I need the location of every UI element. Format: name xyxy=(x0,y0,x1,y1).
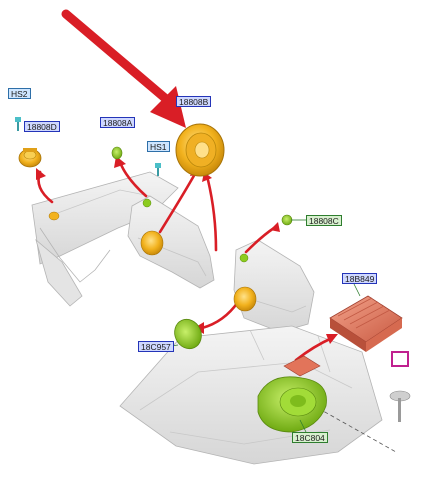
console-amplifier-location xyxy=(283,355,321,377)
pointer-arrow xyxy=(61,9,186,128)
callout-18c957: 18C957 xyxy=(138,341,174,352)
front-door-speaker-location xyxy=(140,230,164,256)
callout-18c804: 18C804 xyxy=(292,432,328,443)
dash-tweeter-location xyxy=(48,211,60,221)
callout-18808b: 18808B xyxy=(176,96,212,107)
dash-mid-location xyxy=(142,198,152,208)
amplifier-18b849 xyxy=(329,295,403,352)
callout-18808c: 18808C xyxy=(306,215,342,226)
callout-hs2: HS2 xyxy=(8,88,31,99)
callout-18b849: 18B849 xyxy=(342,273,378,284)
tweeter-18808d xyxy=(18,148,42,168)
subwoofer-18c804 xyxy=(257,376,327,433)
rear-door-panel-outline xyxy=(233,239,315,333)
dashboard-outline xyxy=(31,171,179,307)
hs1-screw-icon xyxy=(155,163,161,176)
leader-line xyxy=(299,397,397,453)
speaker-cover-18c957 xyxy=(174,318,202,350)
callout-hs1: HS1 xyxy=(147,141,170,152)
arrow-to-18808b-rear xyxy=(206,178,218,252)
ground-stud-highlight-box xyxy=(391,351,409,367)
speaker-18808b xyxy=(175,123,225,177)
rear-door-speaker-location xyxy=(233,286,257,312)
arrow-to-18c957 xyxy=(200,300,240,330)
callout-18808a: 18808A xyxy=(100,117,136,128)
tweeter-18808c xyxy=(281,214,293,226)
tweeter-18808a xyxy=(111,146,123,160)
hs2-screw-icon xyxy=(15,117,21,131)
rear-door-tweeter-location xyxy=(239,253,249,263)
callout-18808d: 18808D xyxy=(24,121,60,132)
